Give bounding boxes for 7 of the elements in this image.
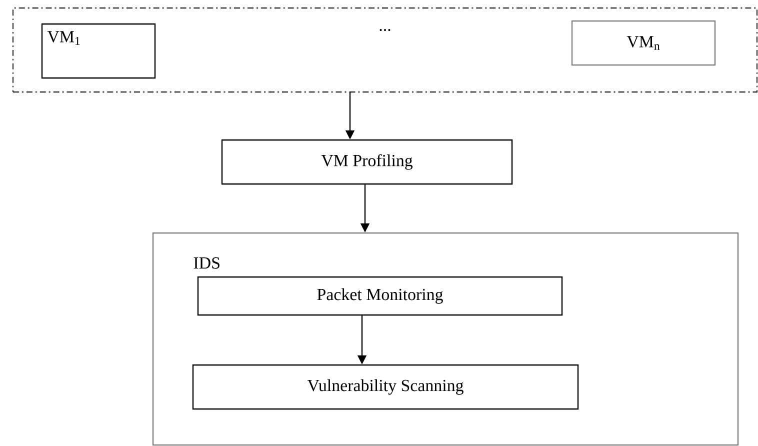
process-box: VM$_{n}$: [571, 20, 716, 66]
ellipsis-label: ...: [380, 29, 390, 31]
process-box: Vulnerability Scanning: [192, 364, 579, 410]
group-box: [12, 8, 758, 92]
process-box: VM$_{1}$: [41, 23, 156, 79]
process-box: VM Profiling: [221, 139, 513, 185]
process-box: Packet Monitoring: [197, 276, 563, 316]
